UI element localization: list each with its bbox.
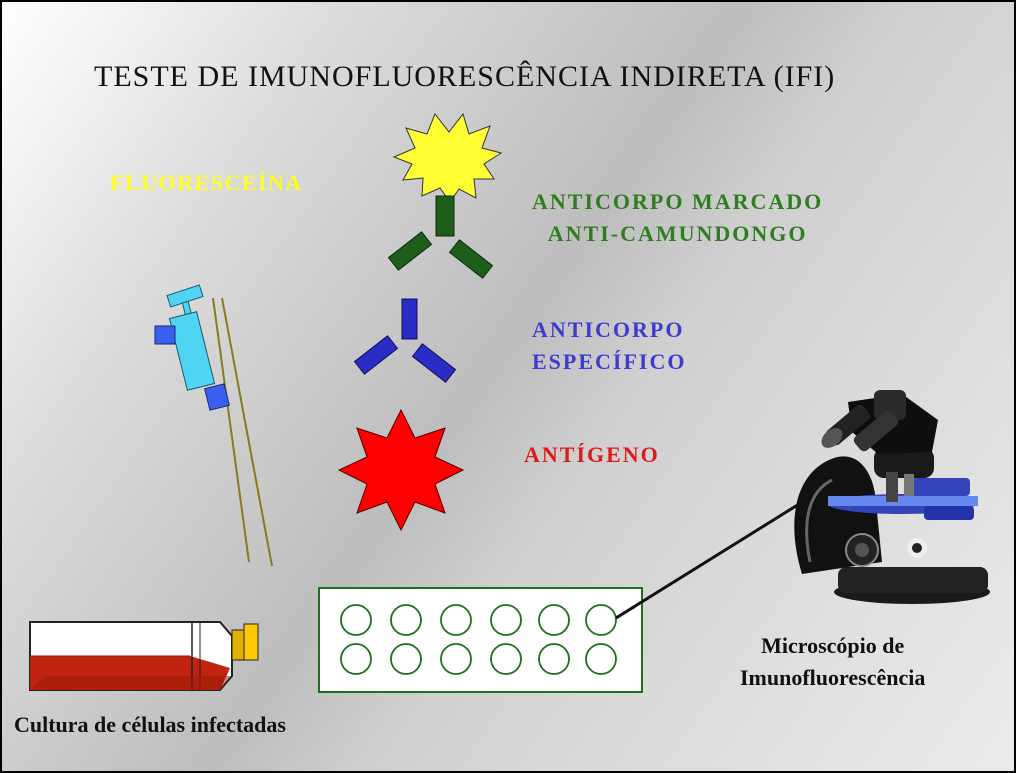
antigen-star-icon bbox=[337, 408, 465, 532]
label-microscopio-line1: Microscópio de bbox=[761, 633, 905, 658]
well bbox=[538, 643, 570, 675]
well bbox=[585, 643, 617, 675]
label-anticorpo-marcado-line1: ANTICORPO MARCADO bbox=[532, 189, 824, 214]
culture-flask-icon bbox=[29, 621, 259, 691]
label-anticorpo-especifico: ANTICORPO ESPECÍFICO bbox=[532, 314, 686, 378]
label-antigeno: ANTÍGENO bbox=[524, 442, 660, 467]
label-anticorpo-especifico-line2: ESPECÍFICO bbox=[532, 348, 687, 374]
fluorescein-star-icon bbox=[392, 112, 503, 203]
microscope-slide bbox=[318, 587, 643, 693]
page-title: TESTE DE IMUNOFLUORESCÊNCIA INDIRETA (IF… bbox=[94, 60, 836, 93]
microscope-icon bbox=[794, 390, 990, 604]
well bbox=[538, 604, 570, 636]
label-fluoresceina: FLUORESCEÍNA bbox=[110, 170, 303, 195]
well bbox=[340, 643, 372, 675]
label-anticorpo-marcado: ANTICORPO MARCADO ANTI-CAMUNDONGO bbox=[532, 186, 823, 250]
well bbox=[390, 604, 422, 636]
label-microscopio-line2: Imunofluorescência bbox=[740, 664, 926, 690]
well bbox=[340, 604, 372, 636]
well bbox=[390, 643, 422, 675]
labeled-antibody-icon bbox=[387, 195, 494, 279]
well bbox=[490, 643, 522, 675]
label-cultura: Cultura de células infectadas bbox=[14, 712, 286, 737]
pipette-icon bbox=[154, 284, 273, 567]
well bbox=[585, 604, 617, 636]
specific-antibody-icon bbox=[353, 298, 457, 383]
label-anticorpo-marcado-line2: ANTI-CAMUNDONGO bbox=[547, 220, 808, 246]
well bbox=[440, 643, 472, 675]
well bbox=[440, 604, 472, 636]
label-anticorpo-especifico-line1: ANTICORPO bbox=[532, 317, 685, 342]
well bbox=[490, 604, 522, 636]
label-microscopio: Microscópio de Imunofluorescência bbox=[740, 630, 925, 694]
connector-line bbox=[615, 484, 829, 620]
